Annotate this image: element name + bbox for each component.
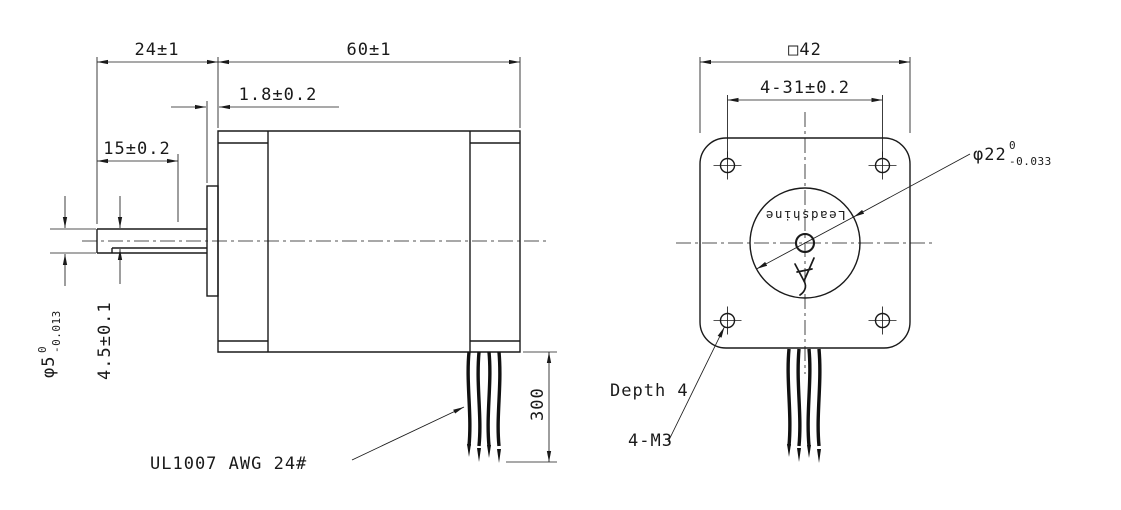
leader-mounting-thread bbox=[667, 326, 725, 443]
stamp-stroke bbox=[799, 280, 807, 296]
wire-tip bbox=[467, 444, 471, 457]
wire bbox=[496, 351, 502, 447]
depth-note: Depth 4 bbox=[610, 381, 689, 401]
wire-tip bbox=[477, 448, 481, 462]
dim-shaft-dia-group: φ5 0 -0.013 bbox=[36, 310, 63, 378]
dim-hole-spacing: 4-31±0.2 bbox=[760, 78, 850, 98]
wire-tip bbox=[817, 449, 821, 463]
dim-wire-length: 300 bbox=[528, 387, 548, 421]
dim-frame-size: □42 bbox=[788, 40, 822, 60]
wire bbox=[476, 351, 482, 447]
wire-tip bbox=[497, 449, 501, 463]
wire bbox=[786, 348, 792, 447]
dim-boss-dia-tol-upper: 0 bbox=[1009, 139, 1016, 152]
wire-tip bbox=[487, 445, 491, 458]
wire bbox=[486, 351, 492, 447]
dim-flat-height: 4.5±0.1 bbox=[95, 301, 115, 380]
side-view: 24±1 60±1 1.8±0.2 15±0.2 φ5 0 -0.013 4.5… bbox=[36, 40, 557, 474]
dim-boss-dia-tol-lower: -0.033 bbox=[1009, 155, 1052, 168]
wire-tip bbox=[807, 445, 811, 458]
dim-boss-dia: φ22 bbox=[973, 145, 1007, 165]
wire bbox=[796, 348, 802, 447]
dim-flat-length: 15±0.2 bbox=[103, 139, 170, 159]
leader-wire-spec bbox=[351, 406, 465, 461]
wire-spec-label: UL1007 AWG 24# bbox=[150, 454, 307, 474]
wire-bundle-front bbox=[786, 348, 822, 463]
dim-shaft-dia-tol-upper: 0 bbox=[36, 346, 49, 353]
dim-shaft-extension: 24±1 bbox=[135, 40, 180, 60]
mounting-hole-bottom-left bbox=[713, 306, 742, 335]
wire bbox=[806, 348, 812, 447]
brand-text: Leadshine bbox=[764, 208, 845, 223]
dim-shaft-dia-tol-lower: -0.013 bbox=[50, 310, 63, 353]
wire bbox=[816, 348, 822, 447]
leader-boss-dia-inner bbox=[756, 216, 854, 270]
dim-shaft-dia: φ5 bbox=[39, 356, 59, 378]
dim-body-length: 60±1 bbox=[347, 40, 392, 60]
wire bbox=[466, 351, 472, 447]
wire-tip bbox=[787, 444, 791, 457]
front-view: Leadshine □42 4-31±0.2 φ22 0 -0.033 Dept… bbox=[610, 40, 1052, 463]
wire-tip bbox=[797, 448, 801, 462]
stamp-mark bbox=[794, 257, 815, 296]
leader-boss-dia-outer bbox=[853, 153, 971, 218]
mounting-hole-bottom-right bbox=[868, 306, 897, 335]
stamp-stroke bbox=[796, 268, 813, 273]
motor-body-outline bbox=[217, 130, 521, 353]
mounting-thread-label: 4-M3 bbox=[628, 431, 673, 451]
dim-boss-height: 1.8±0.2 bbox=[239, 85, 318, 105]
wire-bundle-side bbox=[466, 351, 502, 463]
